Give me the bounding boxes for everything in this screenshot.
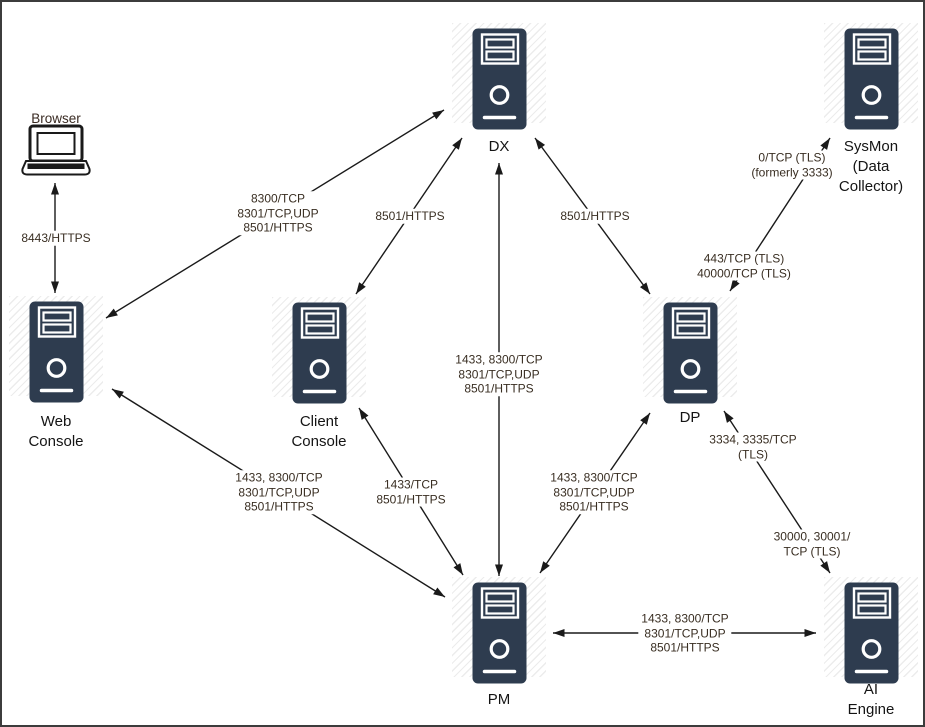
node-label-dx: DX bbox=[488, 138, 510, 155]
node-label-sysmon: SysMon (Data Collector) bbox=[838, 138, 904, 195]
edge-label-client-console-dx: 8501/HTTPS bbox=[372, 208, 448, 224]
node-label-browser: Browser bbox=[31, 111, 81, 126]
edge-label-web-console-pm: 1433, 8300/TCP 8301/TCP,UDP 8501/HTTPS bbox=[232, 470, 326, 514]
server-icon-ai-engine bbox=[845, 583, 899, 684]
edge-label-web-console-dx: 8300/TCP 8301/TCP,UDP 8501/HTTPS bbox=[234, 191, 322, 235]
edge-label-dp-sysmon-lower: 443/TCP (TLS) 40000/TCP (TLS) bbox=[694, 251, 794, 281]
edge-label-dx-dp: 8501/HTTPS bbox=[557, 208, 633, 224]
server-icon-pm bbox=[473, 583, 527, 684]
node-label-web-console: Web Console bbox=[28, 413, 84, 450]
server-icon-dp bbox=[664, 303, 718, 404]
edge-label-browser-web-console: 8443/HTTPS bbox=[18, 230, 94, 246]
edge-label-client-console-pm: 1433/TCP 8501/HTTPS bbox=[373, 477, 449, 507]
edge-label-dp-ai-engine-lower: 30000, 30001/ TCP (TLS) bbox=[770, 529, 854, 559]
edge-label-pm-dx: 1433, 8300/TCP 8301/TCP,UDP 8501/HTTPS bbox=[452, 352, 546, 396]
server-icon-client-console bbox=[293, 303, 347, 404]
server-icon-sysmon bbox=[845, 29, 899, 130]
node-label-client-console: Client Console bbox=[291, 413, 347, 450]
node-label-pm: PM bbox=[487, 691, 511, 708]
edge-label-dp-ai-engine-upper: 3334, 3335/TCP (TLS) bbox=[706, 432, 800, 462]
server-icon-web-console bbox=[30, 302, 84, 403]
edge-label-pm-dp: 1433, 8300/TCP 8301/TCP,UDP 8501/HTTPS bbox=[547, 470, 641, 514]
edge-label-dp-sysmon-upper: 0/TCP (TLS) (formerly 3333) bbox=[748, 150, 836, 180]
edge-label-pm-ai-engine: 1433, 8300/TCP 8301/TCP,UDP 8501/HTTPS bbox=[638, 611, 732, 655]
browser-laptop-icon bbox=[21, 124, 91, 176]
node-label-ai-engine: AI Engine bbox=[847, 681, 895, 718]
node-label-dp: DP bbox=[679, 409, 701, 426]
server-icon-dx bbox=[473, 29, 527, 130]
